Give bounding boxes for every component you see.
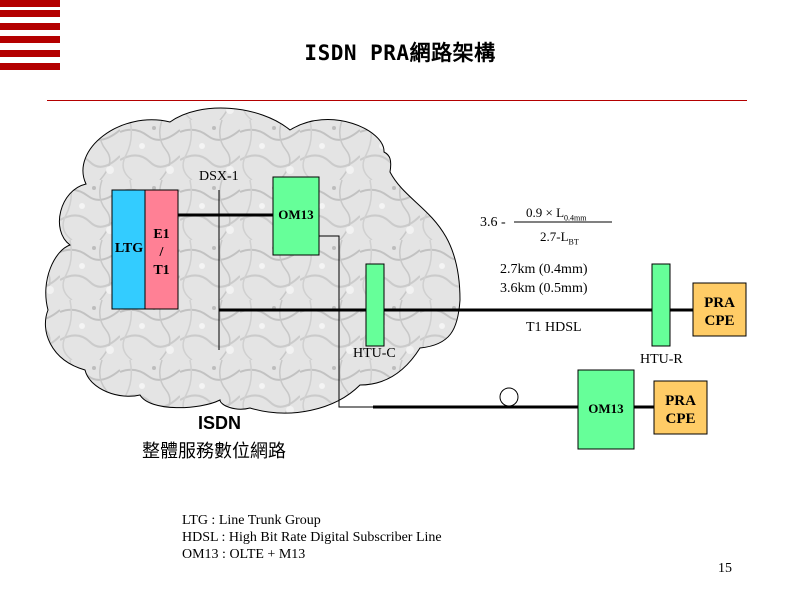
cpe-text: CPE (665, 411, 696, 427)
om13-drop-line (319, 235, 373, 408)
pra-cpe-bottom-label: PRA CPE (654, 392, 707, 428)
isdn-cloud (44, 107, 461, 414)
pra-cpe-top-box (692, 282, 747, 337)
pra-cpe-top-label: PRA CPE (693, 294, 746, 330)
ltg-label: LTG (114, 241, 144, 256)
pra-cpe-bottom-box (653, 380, 708, 435)
legend-item: HDSL : High Bit Rate Digital Subscriber … (182, 530, 442, 545)
htu-r-box (651, 263, 671, 347)
om13-bottom-label: OM13 (588, 401, 624, 416)
legend: LTG : Line Trunk Group HDSL : High Bit R… (182, 512, 442, 563)
slash-text: / (159, 245, 164, 260)
e1-t1-box (144, 189, 179, 310)
htu-r-label: HTU-R (640, 352, 683, 367)
cpe-text: CPE (704, 313, 735, 329)
pra-text: PRA (704, 295, 735, 311)
splice-circle-icon (499, 387, 519, 407)
title-divider (47, 100, 747, 101)
htu-c-box (365, 263, 385, 347)
om13-top-box (272, 176, 320, 256)
ltg-box (111, 189, 146, 310)
page-number: 15 (718, 561, 732, 576)
stripe (0, 36, 60, 43)
formula-prefix: 3.6 - (480, 215, 506, 230)
htu-c-label: HTU-C (353, 346, 396, 361)
distance-label-2: 3.6km (0.5mm) (500, 281, 588, 296)
stripe (0, 0, 60, 7)
pra-text: PRA (665, 393, 696, 409)
cloud-title: ISDN (198, 413, 242, 433)
denominator-subscript: BT (568, 237, 579, 247)
stripe (0, 50, 60, 57)
numerator-text: 0.9 × L (526, 205, 565, 220)
link-type-label: T1 HDSL (526, 320, 582, 335)
formula-denominator: 2.7-LBT (540, 229, 579, 247)
cloud-subtitle: 整體服務數位網路 (142, 441, 286, 462)
om13-bottom-box (577, 369, 635, 450)
t1-text: T1 (153, 263, 170, 278)
om13-top-label: OM13 (278, 207, 314, 222)
e1-text: E1 (153, 227, 170, 242)
stripe (0, 23, 60, 30)
distance-label-1: 2.7km (0.4mm) (500, 262, 588, 277)
stripe (0, 63, 60, 70)
denominator-text: 2.7-L (540, 229, 569, 244)
legend-item: OM13 : OLTE + M13 (182, 547, 306, 562)
formula-numerator: 0.9 × L0.4mm (526, 205, 586, 223)
legend-item: LTG : Line Trunk Group (182, 513, 321, 528)
slide-title: ISDN PRA網路架構 (304, 41, 496, 65)
numerator-subscript: 0.4mm (564, 213, 587, 223)
stripe (0, 10, 60, 17)
dsx1-label: DSX-1 (199, 169, 239, 184)
e1-t1-label: E1 / T1 (145, 226, 178, 280)
